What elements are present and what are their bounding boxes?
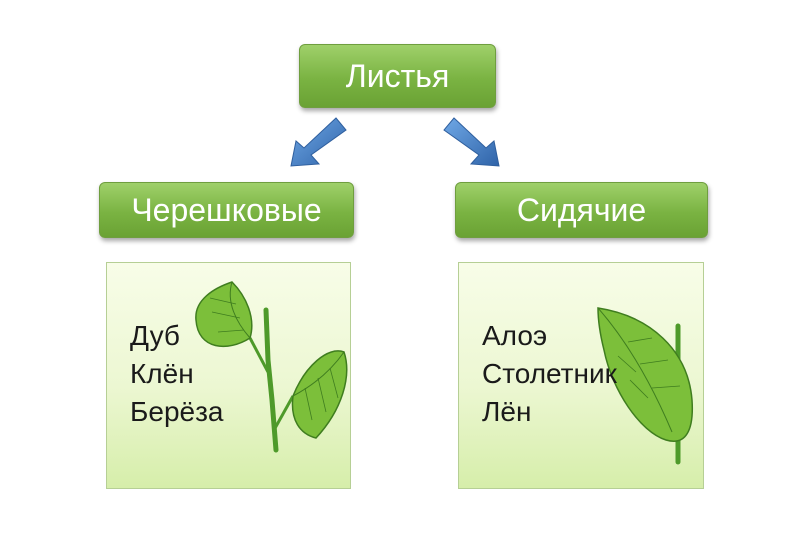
example-stoletnik: Столетник (482, 358, 617, 389)
arrow-left-down-icon (290, 117, 347, 167)
root-node-leaves: Листья (299, 44, 496, 108)
petiolate-examples-list: Дуб Клён Берёза (130, 317, 224, 431)
lower-leaf-icon (291, 350, 348, 439)
example-oak: Дуб (130, 320, 180, 351)
category-sessile: Сидячие (455, 182, 708, 238)
sessile-examples-list: Алоэ Столетник Лён (482, 317, 617, 431)
upper-leaf-icon (195, 281, 253, 348)
example-aloe: Алоэ (482, 320, 548, 351)
example-birch: Берёза (130, 396, 224, 427)
sessile-leaf-icon (597, 307, 694, 442)
category-petiolate: Черешковые (99, 182, 354, 238)
example-maple: Клён (130, 358, 194, 389)
example-flax: Лён (482, 396, 532, 427)
arrow-right-down-icon (443, 117, 500, 167)
